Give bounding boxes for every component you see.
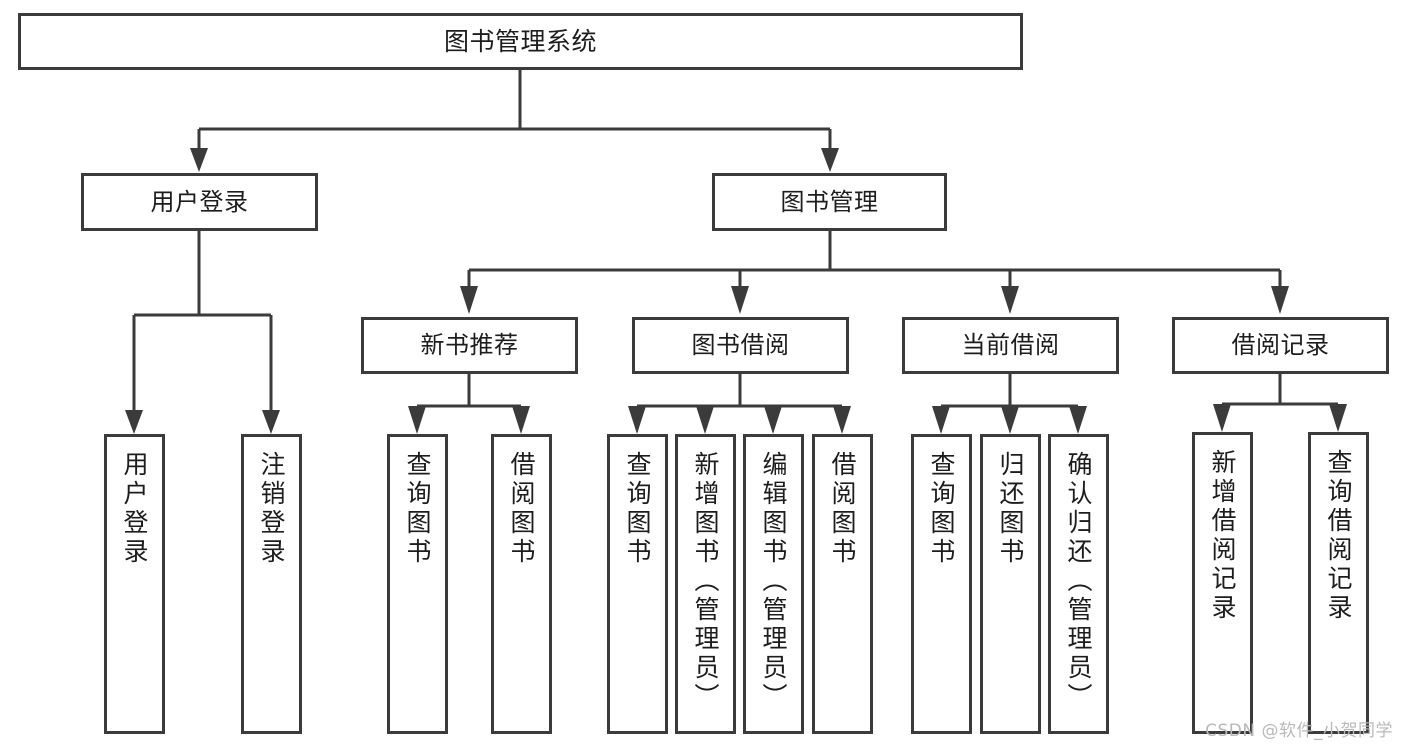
node-leaf-edit-book-label: 编辑图书（管理员） (759, 451, 788, 712)
node-borrow-record[interactable]: 借阅记录 (1172, 317, 1389, 374)
arrow-newbook-leaf-1 (408, 406, 426, 434)
node-new-book-recommend-label: 新书推荐 (420, 331, 519, 360)
arrow-bookmanage-child-1 (460, 286, 478, 314)
node-leaf-query-book-2-label: 查询图书 (623, 451, 652, 567)
node-leaf-add-record-label: 新增借阅记录 (1208, 449, 1237, 623)
arrow-bookmanage-child-4 (1271, 286, 1289, 314)
arrow-borrowrecord-leaf-2 (1329, 404, 1347, 432)
arrow-newbook-leaf-2 (512, 406, 530, 434)
arrow-bookborrow-leaf-2 (696, 406, 714, 434)
node-leaf-return-book-label: 归还图书 (996, 451, 1025, 567)
node-leaf-edit-book[interactable]: 编辑图书（管理员） (743, 434, 804, 734)
node-leaf-query-book-3-label: 查询图书 (927, 451, 956, 567)
node-leaf-borrow-book-2-label: 借阅图书 (828, 451, 857, 567)
node-leaf-user-login-label: 用户登录 (120, 451, 149, 567)
node-leaf-query-record[interactable]: 查询借阅记录 (1308, 432, 1369, 734)
node-book-manage[interactable]: 图书管理 (712, 173, 947, 231)
node-leaf-query-book-1[interactable]: 查询图书 (387, 434, 448, 734)
arrow-currentborrow-leaf-1 (932, 406, 950, 434)
arrow-root-to-book-manage (821, 148, 839, 172)
node-leaf-add-book-label: 新增图书（管理员） (691, 451, 720, 712)
node-book-borrow-label: 图书借阅 (691, 331, 790, 360)
node-leaf-query-book-2[interactable]: 查询图书 (607, 434, 668, 734)
arrow-bookborrow-leaf-3 (764, 406, 782, 434)
node-leaf-confirm-return[interactable]: 确认归还（管理员） (1048, 434, 1109, 734)
node-leaf-logout-login-label: 注销登录 (257, 451, 286, 567)
node-leaf-confirm-return-label: 确认归还（管理员） (1064, 451, 1093, 712)
node-leaf-borrow-book-1[interactable]: 借阅图书 (491, 434, 552, 734)
node-leaf-query-book-3[interactable]: 查询图书 (911, 434, 972, 734)
node-leaf-add-record[interactable]: 新增借阅记录 (1192, 432, 1253, 734)
arrow-bookborrow-leaf-4 (833, 406, 851, 434)
node-borrow-record-label: 借阅记录 (1231, 331, 1330, 360)
arrow-userlogin-leaf-2 (262, 410, 280, 434)
node-root[interactable]: 图书管理系统 (18, 13, 1023, 70)
node-leaf-add-book[interactable]: 新增图书（管理员） (675, 434, 736, 734)
arrow-currentborrow-leaf-3 (1069, 406, 1087, 434)
node-leaf-return-book[interactable]: 归还图书 (980, 434, 1041, 734)
arrow-currentborrow-leaf-2 (1001, 406, 1019, 434)
node-leaf-user-login[interactable]: 用户登录 (104, 434, 165, 734)
arrow-borrowrecord-leaf-1 (1213, 404, 1231, 432)
node-book-borrow[interactable]: 图书借阅 (632, 317, 849, 374)
arrow-bookborrow-leaf-1 (628, 406, 646, 434)
node-leaf-query-book-1-label: 查询图书 (403, 451, 432, 567)
node-leaf-borrow-book-2[interactable]: 借阅图书 (812, 434, 873, 734)
node-leaf-query-record-label: 查询借阅记录 (1324, 449, 1353, 623)
node-leaf-logout-login[interactable]: 注销登录 (241, 434, 302, 734)
node-current-borrow-label: 当前借阅 (961, 331, 1060, 360)
arrow-root-to-user-login (190, 148, 208, 172)
node-new-book-recommend[interactable]: 新书推荐 (361, 317, 578, 374)
arrow-userlogin-leaf-1 (125, 410, 143, 434)
node-book-manage-label: 图书管理 (780, 187, 879, 216)
watermark-text: CSDN @软件_小贺同学 (1205, 721, 1393, 741)
arrow-bookmanage-child-2 (731, 286, 749, 314)
node-root-label: 图书管理系统 (443, 26, 597, 56)
node-leaf-borrow-book-1-label: 借阅图书 (507, 451, 536, 567)
arrow-bookmanage-child-3 (1001, 286, 1019, 314)
node-current-borrow[interactable]: 当前借阅 (902, 317, 1119, 374)
node-user-login-label: 用户登录 (150, 187, 249, 216)
node-user-login[interactable]: 用户登录 (81, 173, 318, 231)
